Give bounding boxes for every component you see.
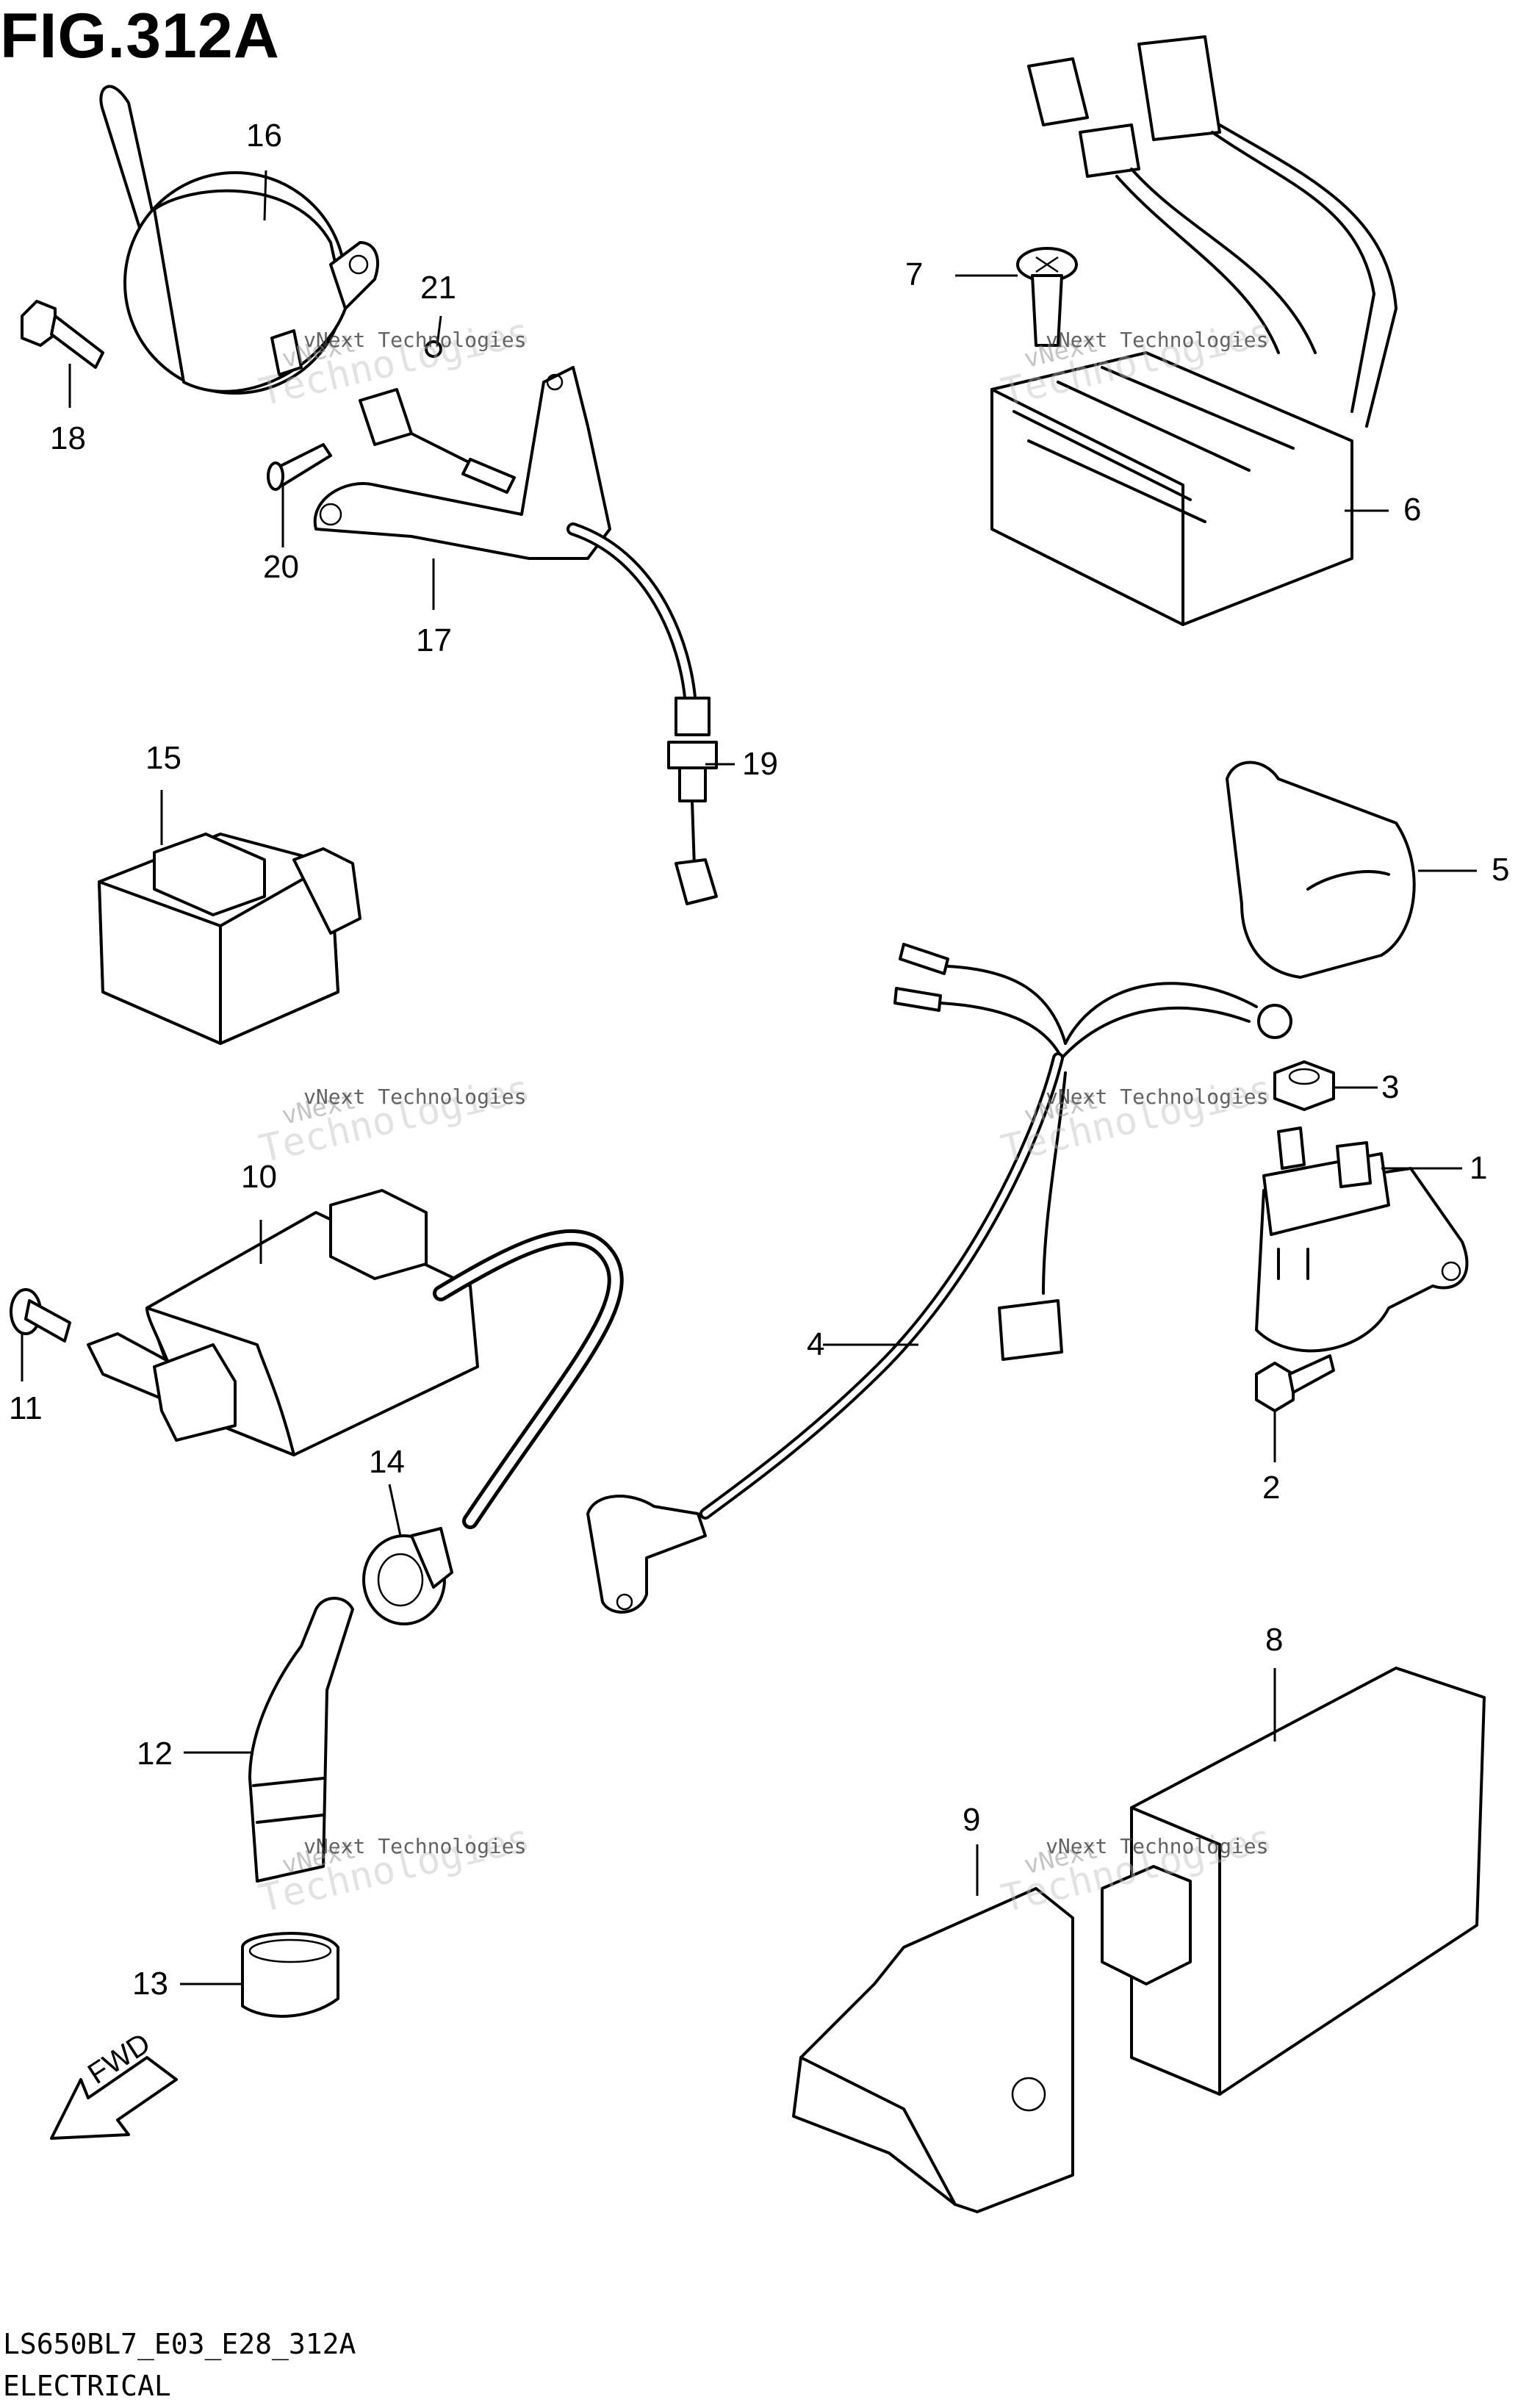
part-9-bracket <box>792 1887 1074 2213</box>
part-20-pin <box>267 443 332 491</box>
part-1-starter-relay <box>1255 1126 1469 1353</box>
callout-18: 18 <box>50 420 86 456</box>
callout-21: 21 <box>420 270 456 306</box>
fwd-arrow <box>50 2056 178 2140</box>
part-18-bolt <box>21 300 104 369</box>
callout-16: 16 <box>246 118 282 154</box>
callout-5: 5 <box>1492 852 1510 888</box>
callout-10: 10 <box>241 1159 277 1195</box>
callout-9: 9 <box>963 1802 981 1838</box>
callout-1: 1 <box>1470 1150 1488 1186</box>
callout-8: 8 <box>1265 1622 1284 1658</box>
figure-section: ELECTRICAL <box>3 2370 171 2402</box>
part-6-regulator-rectifier <box>990 35 1398 626</box>
callout-20: 20 <box>263 549 299 585</box>
part-17-bracket <box>313 366 611 560</box>
callout-12: 12 <box>137 1736 173 1772</box>
callout-19: 19 <box>742 746 778 782</box>
part-10-ignition-coil <box>87 1189 624 1529</box>
part-8-control-unit <box>1101 1667 1486 2096</box>
part-11-screw <box>10 1288 71 1343</box>
callout-3: 3 <box>1381 1069 1400 1105</box>
part-16-pickup-coil <box>99 85 379 395</box>
callout-13: 13 <box>132 1966 168 2002</box>
callout-4: 4 <box>807 1326 825 1362</box>
figure-code: LS650BL7_E03_E28_312A <box>3 2328 356 2360</box>
callout-2: 2 <box>1262 1470 1281 1506</box>
part-5-terminal-cover <box>1226 761 1416 979</box>
part-15-relay <box>98 833 361 1045</box>
part-21-clip <box>359 340 442 446</box>
part-19-cable <box>410 432 718 905</box>
part-7-screw <box>1016 247 1078 347</box>
part-13-seal <box>241 1932 339 2018</box>
callout-15: 15 <box>145 740 181 776</box>
callout-6: 6 <box>1403 492 1422 528</box>
part-4-wiring-harness <box>586 943 1292 1614</box>
leader-lines <box>21 170 1477 1985</box>
part-2-bolt <box>1255 1354 1335 1412</box>
part-3-nut <box>1273 1060 1335 1111</box>
figure-title: FIG.312A <box>0 1 280 71</box>
part-14-cap <box>362 1527 453 1625</box>
callout-14: 14 <box>369 1444 405 1480</box>
part-12-plug-cap <box>248 1597 354 1883</box>
callout-11: 11 <box>9 1390 43 1426</box>
callout-7: 7 <box>905 256 924 292</box>
callout-17: 17 <box>416 622 452 658</box>
